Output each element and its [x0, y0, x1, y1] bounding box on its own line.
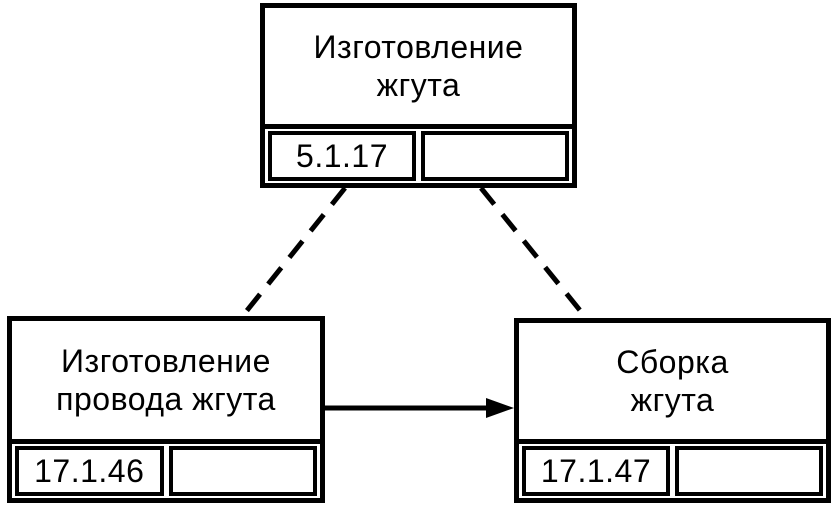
node-title-line: жгута	[630, 382, 715, 418]
node-top: Изготовление жгута 5.1.17	[260, 3, 577, 188]
node-title-line: Изготовление	[313, 29, 524, 65]
node-bottom-right-empty-cell	[675, 446, 823, 496]
node-title-line: Сборка	[616, 344, 729, 380]
node-top-empty-cell	[421, 131, 569, 181]
dashed-connector-top-to-bottom-left	[239, 186, 347, 320]
arrowhead-icon	[486, 398, 514, 418]
node-bottom-left-empty-cell	[168, 446, 317, 496]
node-title-line: жгута	[376, 67, 461, 103]
node-top-code-strip: 5.1.17	[265, 124, 572, 183]
node-top-title: Изготовление жгута	[265, 8, 572, 124]
node-bottom-left: Изготовление провода жгута 17.1.46	[7, 316, 325, 503]
node-title-line: Изготовление	[61, 343, 271, 379]
node-bottom-right: Сборка жгута 17.1.47	[514, 318, 831, 503]
node-bottom-right-code-strip: 17.1.47	[519, 439, 826, 498]
node-bottom-right-title: Сборка жгута	[519, 323, 826, 439]
dashed-connector-top-to-bottom-right	[479, 186, 589, 321]
node-bottom-left-code-strip: 17.1.46	[12, 439, 320, 498]
node-top-code-cell: 5.1.17	[268, 131, 416, 181]
node-bottom-left-code-cell: 17.1.46	[15, 446, 164, 496]
node-bottom-left-title: Изготовление провода жгута	[12, 321, 320, 439]
node-title-line: провода жгута	[56, 381, 276, 417]
node-bottom-right-code-cell: 17.1.47	[522, 446, 670, 496]
